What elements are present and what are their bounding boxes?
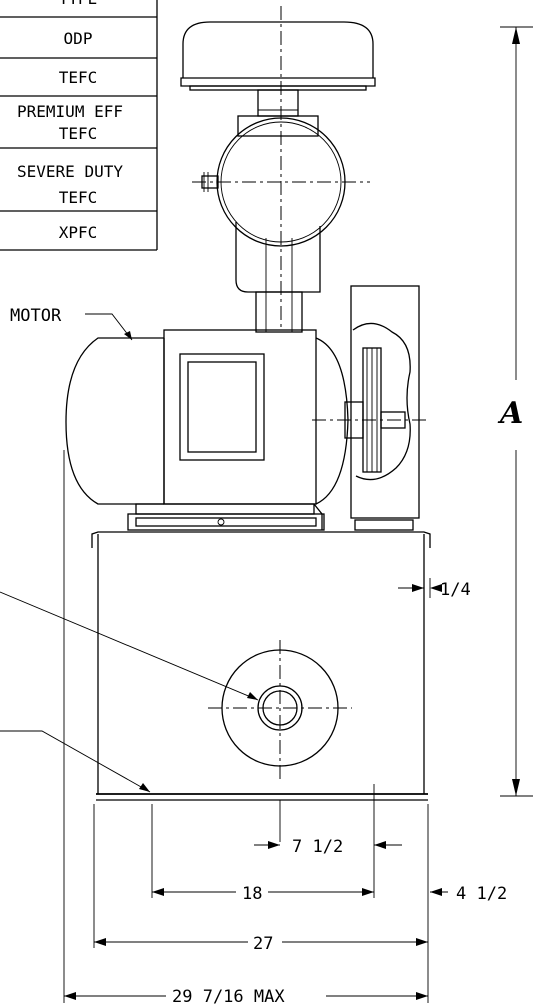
- upper-motor: [180, 6, 376, 333]
- table-row-2: TEFC: [59, 68, 98, 87]
- extension-lines: [63, 450, 429, 1003]
- wall-dim-label: 1/4: [440, 580, 471, 600]
- base-width-dimension: 27: [94, 934, 428, 954]
- inner-width-dimension: 18: [152, 884, 374, 904]
- table-row-4-line2: TEFC: [59, 188, 98, 207]
- inner-width-label: 18: [242, 884, 262, 904]
- table-row-1: ODP: [64, 29, 93, 48]
- base-width-label: 27: [253, 934, 273, 954]
- max-width-dimension: 29 7/16 MAX: [64, 987, 428, 1005]
- side-dimension: 4 1/2: [430, 884, 507, 904]
- motor-leader: MOTOR: [10, 306, 133, 341]
- wall-dimension: 1/4: [398, 578, 471, 600]
- height-dimension: A: [497, 26, 533, 797]
- table-header: TYPE: [59, 0, 98, 8]
- coupling-guard: [312, 285, 430, 531]
- type-table: TYPE ODP TEFC PREMIUM EFF TEFC SEVERE DU…: [0, 0, 158, 251]
- main-motor: [65, 329, 349, 531]
- offset-dimension: 7 1/2: [254, 837, 402, 857]
- side-dim-label: 4 1/2: [456, 884, 507, 904]
- height-label: A: [497, 396, 523, 431]
- table-row-5: XPFC: [59, 223, 98, 242]
- offset-dim-label: 7 1/2: [292, 837, 343, 857]
- max-width-label: 29 7/16 MAX: [172, 987, 285, 1005]
- table-row-3-line2: TEFC: [59, 124, 98, 143]
- table-row-4-line1: SEVERE DUTY: [17, 162, 123, 181]
- tank: [0, 531, 431, 801]
- table-row-3-line1: PREMIUM EFF: [17, 102, 123, 121]
- motor-label: MOTOR: [10, 306, 62, 326]
